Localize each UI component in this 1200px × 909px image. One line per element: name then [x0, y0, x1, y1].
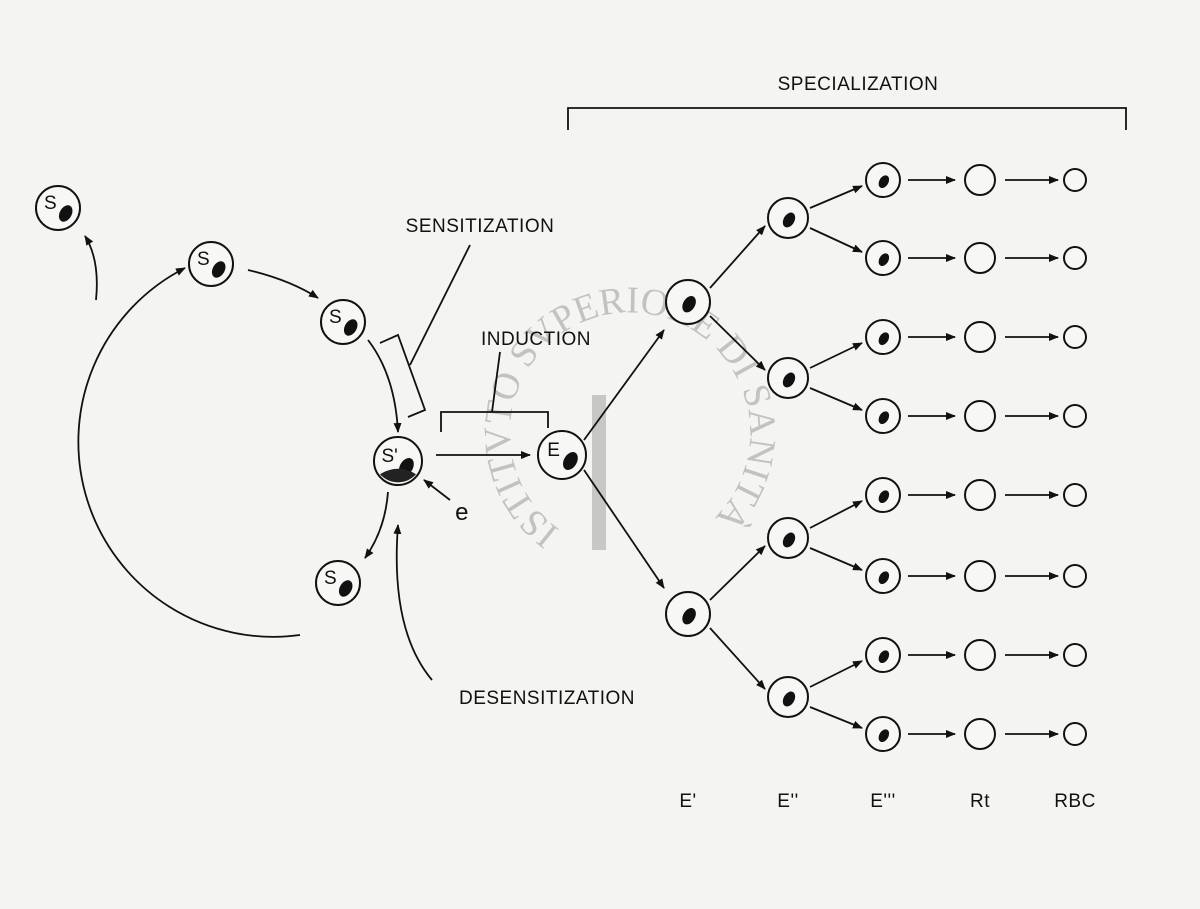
- granules: [380, 468, 416, 483]
- nucleus: [878, 253, 890, 267]
- e-triple-prime-cell: [865, 477, 901, 513]
- e-triple-prime-cell: [865, 716, 901, 752]
- sensitization-bracket: [379, 333, 427, 418]
- sensitized-stem-cell: S': [373, 436, 423, 486]
- red-blood-cell: [1063, 722, 1087, 746]
- e-prime-cell: [665, 279, 711, 325]
- arrow: [709, 225, 766, 289]
- nucleus: [782, 691, 796, 707]
- induction-bracket: [440, 411, 549, 432]
- nucleus: [682, 608, 696, 625]
- e-prime-cell: [665, 591, 711, 637]
- arrow: [809, 387, 863, 411]
- e-double-prime-cell: [767, 517, 809, 559]
- red-blood-cell: [1063, 404, 1087, 428]
- arrow: [809, 547, 863, 571]
- e-triple-prime-cell: [865, 398, 901, 434]
- erythropoietin-label: e: [455, 499, 469, 526]
- svg-text:ISTITVTO SVPERIORE DI SANITÀ: ISTITVTO SVPERIORE DI SANITÀ: [476, 279, 783, 556]
- arrow: [809, 706, 863, 729]
- e-triple-prime-cell: [865, 240, 901, 276]
- red-blood-cell: [1063, 325, 1087, 349]
- stem-cell: S: [35, 185, 81, 231]
- nucleus: [878, 411, 890, 425]
- sensitization-label: SENSITIZATION: [406, 216, 555, 237]
- arrow: [809, 500, 863, 529]
- cell-label: E: [547, 440, 560, 461]
- nucleus: [782, 532, 796, 548]
- nucleus: [563, 452, 578, 470]
- arrow: [809, 185, 863, 209]
- reticulocyte-cell: [964, 479, 996, 511]
- watermark-stamp: ISTITVTO SVPERIORE DI SANITÀ: [476, 279, 783, 556]
- reticulocyte-cell: [964, 242, 996, 274]
- arrow: [809, 342, 863, 369]
- erythroid-precursor-cell: E: [537, 430, 587, 480]
- nucleus: [338, 580, 353, 597]
- nucleus: [682, 296, 696, 313]
- column-label: E'': [777, 791, 798, 812]
- specialization-label: SPECIALIZATION: [778, 74, 939, 95]
- stem-cell: S: [315, 560, 361, 606]
- red-blood-cell: [1063, 483, 1087, 507]
- arrow: [709, 315, 766, 371]
- red-blood-cell: [1063, 643, 1087, 667]
- stem-cell: S: [188, 241, 234, 287]
- cell-label: S: [197, 249, 210, 270]
- nucleus: [878, 729, 890, 743]
- e-triple-prime-cell: [865, 162, 901, 198]
- reticulocyte-cell: [964, 400, 996, 432]
- column-label: E''': [870, 791, 896, 812]
- reticulocyte-cell: [964, 718, 996, 750]
- column-label: Rt: [970, 791, 990, 812]
- induction-label: INDUCTION: [481, 329, 591, 350]
- e-triple-prime-cell: [865, 558, 901, 594]
- cell-label: S: [329, 307, 342, 328]
- reticulocyte-cell: [964, 639, 996, 671]
- e-triple-prime-cell: [865, 637, 901, 673]
- self-renewal-cycle: [77, 235, 531, 681]
- nucleus: [878, 490, 890, 504]
- reticulocyte-cell: [964, 321, 996, 353]
- nucleus: [343, 319, 358, 336]
- cell-label: S: [324, 568, 337, 589]
- reticulocyte-cell: [964, 164, 996, 196]
- red-blood-cell: [1063, 564, 1087, 588]
- stem-cell: S: [320, 299, 366, 345]
- e-double-prime-cell: [767, 676, 809, 718]
- arrow: [709, 545, 766, 601]
- arrow: [583, 469, 665, 589]
- column-label: RBC: [1054, 791, 1096, 812]
- nucleus: [58, 205, 73, 222]
- induction-pointer: [491, 351, 501, 413]
- cell-label: S: [44, 193, 57, 214]
- nucleus: [878, 571, 890, 585]
- e-double-prime-cell: [767, 197, 809, 239]
- nucleus: [878, 175, 890, 189]
- column-label: E': [679, 791, 696, 812]
- red-blood-cell: [1063, 246, 1087, 270]
- specialization-bracket: [567, 107, 1127, 130]
- nucleus: [878, 650, 890, 664]
- arrow: [583, 329, 665, 441]
- red-blood-cell: [1063, 168, 1087, 192]
- arrow: [809, 660, 863, 688]
- e-triple-prime-cell: [865, 319, 901, 355]
- nucleus: [211, 261, 226, 278]
- arrow: [809, 227, 863, 253]
- nucleus: [782, 212, 796, 228]
- cell-label: S': [381, 446, 397, 467]
- arrow: [709, 627, 766, 690]
- reticulocyte-cell: [964, 560, 996, 592]
- e-double-prime-cell: [767, 357, 809, 399]
- sensitization-pointer: [409, 244, 471, 366]
- desensitization-label: DESENSITIZATION: [459, 688, 635, 709]
- nucleus: [782, 372, 796, 388]
- nucleus: [878, 332, 890, 346]
